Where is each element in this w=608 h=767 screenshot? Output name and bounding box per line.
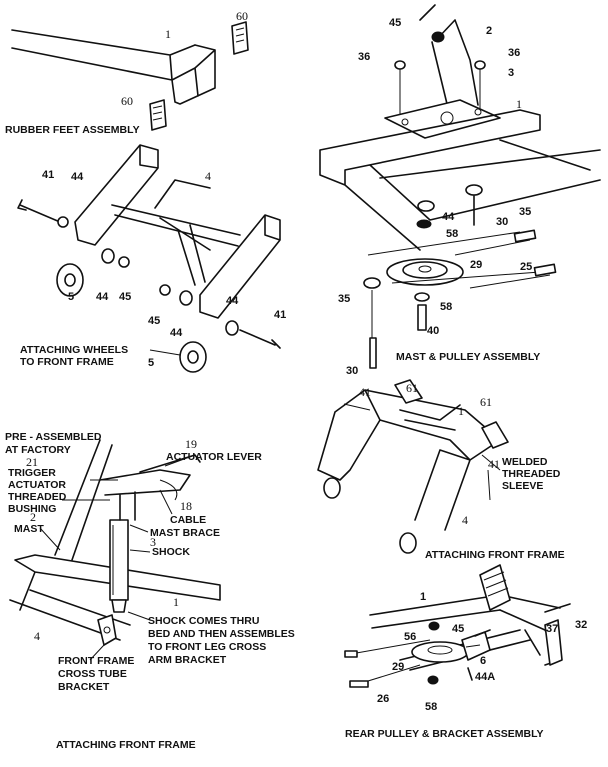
part-label-3-left: 3 xyxy=(150,535,156,549)
part-label-45-rear: 45 xyxy=(452,623,464,635)
part-label-1-mast: 1 xyxy=(516,97,522,111)
part-label-4-frame: 4 xyxy=(462,513,468,527)
rubber-feet-assembly xyxy=(11,21,249,131)
note-welded-1: WELDED xyxy=(502,456,548,468)
part-label-58-upper: 58 xyxy=(446,228,458,240)
note-cable: CABLE xyxy=(170,514,206,526)
part-label-61-left: 61 xyxy=(406,381,418,395)
callout-notes: PRE - ASSEMBLED AT FACTORY TRIGGER ACTUA… xyxy=(5,431,561,693)
part-label-1-rear: 1 xyxy=(420,591,426,603)
note-bushing: BUSHING xyxy=(8,503,56,515)
part-label-18: 18 xyxy=(180,499,192,513)
rear-pulley-drawing xyxy=(344,564,571,688)
note-welded-3: SLEEVE xyxy=(502,480,543,492)
part-label-40-mast: 40 xyxy=(427,325,439,337)
caption-rear-pulley: REAR PULLEY & BRACKET ASSEMBLY xyxy=(345,728,544,740)
part-label-41-right: 41 xyxy=(274,309,286,321)
caption-front-frame-left: ATTACHING FRONT FRAME xyxy=(56,739,196,751)
part-label-41-left: 41 xyxy=(42,169,54,181)
part-label-4-wheels: 4 xyxy=(205,169,211,183)
part-label-58-rear: 58 xyxy=(425,701,437,713)
part-label-60-bottom: 60 xyxy=(121,94,133,108)
part-label-29-rear: 29 xyxy=(392,661,404,673)
part-label-2-mast: 2 xyxy=(486,25,492,37)
note-shock-line-3: TO FRONT LEG CROSS xyxy=(148,641,266,653)
note-mast: MAST xyxy=(14,523,44,535)
part-label-19: 19 xyxy=(185,437,197,451)
part-label-30-lower: 30 xyxy=(346,365,358,377)
part-label-2-left: 2 xyxy=(30,510,36,524)
part-label-61-right: 61 xyxy=(480,395,492,409)
note-actuator-lever: ACTUATOR LEVER xyxy=(166,451,262,463)
caption-wheels-line-2: TO FRONT FRAME xyxy=(20,356,114,368)
note-shock-line-1: SHOCK COMES THRU xyxy=(148,615,259,627)
part-label-5-right: 5 xyxy=(148,357,154,369)
front-frame-right-drawing xyxy=(317,379,509,554)
caption-rubber-feet: RUBBER FEET ASSEMBLY xyxy=(5,124,140,136)
part-label-26: 26 xyxy=(377,693,389,705)
part-label-44-left: 44 xyxy=(71,171,84,183)
part-label-1-left: 1 xyxy=(173,595,179,609)
part-label-1-frame: 1 xyxy=(458,404,464,418)
note-pre-assembled-2: AT FACTORY xyxy=(5,444,71,456)
mast-pulley-drawing xyxy=(319,4,601,369)
note-actuator: ACTUATOR xyxy=(8,479,66,491)
note-threaded: THREADED xyxy=(8,491,67,503)
caption-mast-pulley: MAST & PULLEY ASSEMBLY xyxy=(396,351,540,363)
part-label-4-left: 4 xyxy=(34,629,40,643)
section-captions: RUBBER FEET ASSEMBLY ATTACHING WHEELS TO… xyxy=(5,124,565,751)
note-mast-brace: MAST BRACE xyxy=(150,527,220,539)
part-label-36-right: 36 xyxy=(508,47,520,59)
part-label-44-mid: 44 xyxy=(96,291,109,303)
note-front-frame-3: BRACKET xyxy=(58,681,110,693)
caption-front-frame-right: ATTACHING FRONT FRAME xyxy=(425,549,565,561)
note-shock: SHOCK xyxy=(152,546,190,558)
note-front-frame-2: CROSS TUBE xyxy=(58,668,127,680)
part-label-44-right-a: 44 xyxy=(170,327,183,339)
note-shock-line-2: BED AND THEN ASSEMBLES xyxy=(148,628,295,640)
part-label-21: 21 xyxy=(26,455,38,469)
note-welded-2: THREADED xyxy=(502,468,561,480)
part-label-45-right: 45 xyxy=(148,315,160,327)
part-label-41-frame-left: 41 xyxy=(359,385,371,399)
part-label-6: 6 xyxy=(480,655,486,667)
front-frame-left-drawing xyxy=(9,439,221,646)
part-label-58-lower: 58 xyxy=(440,301,452,313)
part-label-3-mast: 3 xyxy=(508,67,514,79)
part-label-32: 32 xyxy=(575,619,587,631)
part-label-35-lower: 35 xyxy=(338,293,350,305)
note-shock-line-4: ARM BRACKET xyxy=(148,654,227,666)
note-front-frame-1: FRONT FRAME xyxy=(58,655,134,667)
part-label-45-left: 45 xyxy=(119,291,131,303)
part-label-60-top: 60 xyxy=(236,9,248,23)
part-label-44-mast: 44 xyxy=(442,211,455,223)
part-number-labels: 1 60 60 4 41 44 5 44 45 45 44 44 41 5 45… xyxy=(26,9,587,713)
part-label-56: 56 xyxy=(404,631,416,643)
part-label-44-right-b: 44 xyxy=(226,295,239,307)
part-label-25-mast: 25 xyxy=(520,261,532,273)
attaching-wheels-drawing xyxy=(17,144,281,373)
part-label-37: 37 xyxy=(546,623,558,635)
part-label-5-left: 5 xyxy=(68,291,74,303)
part-label-44a: 44A xyxy=(475,671,495,683)
part-label-29-mast: 29 xyxy=(470,259,482,271)
part-label-1-feet: 1 xyxy=(165,27,171,41)
part-label-35-upper: 35 xyxy=(519,206,531,218)
part-label-36-left: 36 xyxy=(358,51,370,63)
note-trigger: TRIGGER xyxy=(8,467,56,479)
caption-wheels-line-1: ATTACHING WHEELS xyxy=(20,344,128,356)
part-label-30-upper: 30 xyxy=(496,216,508,228)
part-label-45-mast: 45 xyxy=(389,17,401,29)
note-pre-assembled-1: PRE - ASSEMBLED xyxy=(5,431,102,443)
